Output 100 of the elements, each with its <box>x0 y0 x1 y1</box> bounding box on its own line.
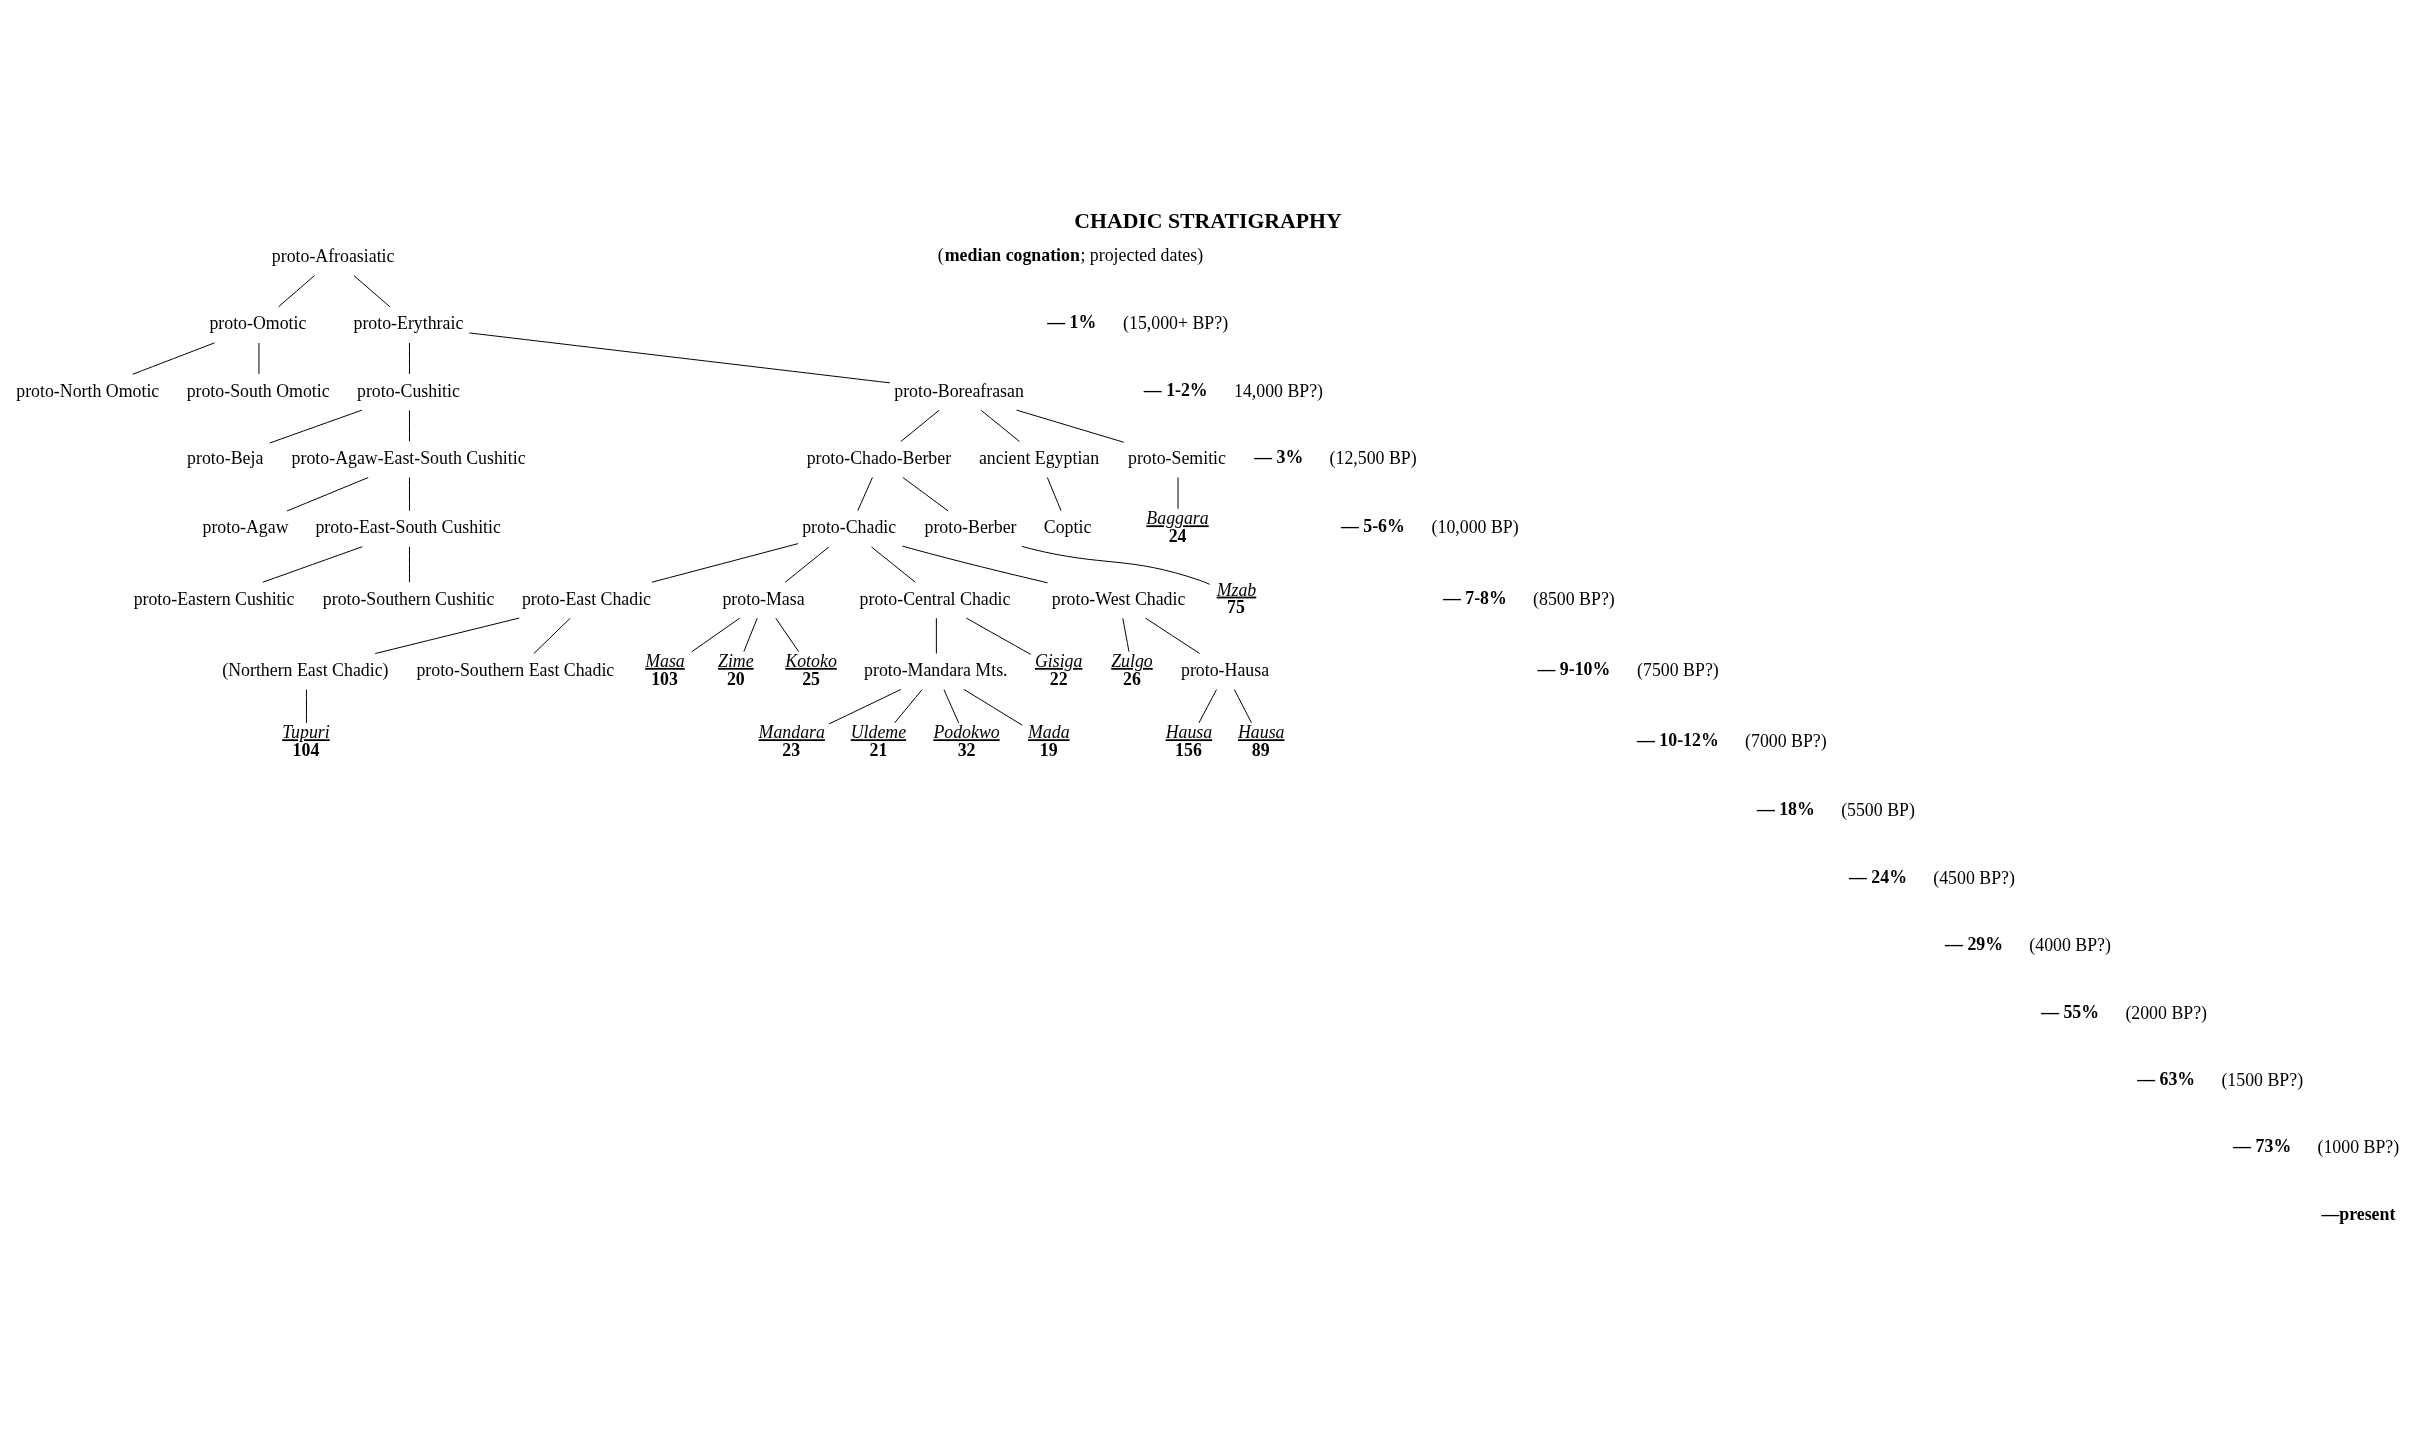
node-text: proto-South Omotic <box>186 380 330 401</box>
label: (median cognation; projected dates) <box>937 244 1204 265</box>
node-text: Mandara 23 <box>758 722 825 761</box>
label: — 73% <box>2233 1136 2292 1157</box>
connector <box>408 342 410 375</box>
connector <box>262 546 363 583</box>
diagram-title: CHADIC STRATIGRAPHY <box>1074 209 1342 234</box>
connector <box>1016 409 1125 443</box>
connector <box>269 409 363 444</box>
label: (2000 BP?) <box>2125 1002 2208 1023</box>
label: —present <box>2321 1203 2396 1224</box>
connector <box>902 477 949 512</box>
connector <box>408 477 410 512</box>
node-text: Coptic <box>1043 517 1092 538</box>
node-text: proto-Chadic <box>802 517 897 538</box>
connector <box>353 275 391 308</box>
node-text: proto-Boreafrasan <box>894 380 1024 401</box>
label: (7500 BP?) <box>1637 659 1719 680</box>
connector <box>828 688 902 725</box>
connector <box>894 689 923 724</box>
connector <box>784 546 830 583</box>
label: (1500 BP?) <box>2221 1069 2304 1090</box>
label: (1000 BP?) <box>2317 1137 2400 1158</box>
node-text: proto-Hausa <box>1181 659 1270 680</box>
connector <box>286 477 369 512</box>
label: (7000 BP?) <box>1745 731 1827 752</box>
label: — 1% <box>1047 312 1097 333</box>
connector <box>743 617 758 653</box>
connector <box>468 332 891 384</box>
connector <box>1145 617 1201 654</box>
node-text: proto-West Chadic <box>1051 588 1186 609</box>
node-text: Zime 20 <box>717 650 754 689</box>
node-text: Tupuri 104 <box>282 722 330 761</box>
label: (5500 BP) <box>1841 800 1915 821</box>
connector <box>943 689 960 724</box>
node-text: Masa 103 <box>645 650 685 689</box>
label: — 18% <box>1756 799 1815 820</box>
label: — 5-6% <box>1340 516 1405 537</box>
label: 14,000 BP?) <box>1234 380 1324 401</box>
node-text: Mada 19 <box>1027 722 1070 761</box>
connector <box>935 617 937 655</box>
label: (4000 BP?) <box>2029 935 2111 956</box>
label: — 29% <box>1945 934 2004 955</box>
label: — 10-12% <box>1637 730 1719 751</box>
node-text: proto-Agaw <box>202 517 289 538</box>
label: — 9-10% <box>1537 658 1611 679</box>
connector <box>1021 545 1211 585</box>
connector <box>1122 617 1130 653</box>
node-text: proto-North Omotic <box>16 380 160 401</box>
node-text: Mzab 75 <box>1216 579 1257 618</box>
connector <box>374 617 520 655</box>
node-text: proto-Agaw-East-South Cushitic <box>291 447 526 468</box>
node-text: proto-East Chadic <box>521 588 651 609</box>
node-text: proto-Cushitic <box>356 380 460 401</box>
connector <box>691 617 741 653</box>
connector <box>305 689 307 724</box>
label: — 3% <box>1254 446 1304 467</box>
connector <box>651 543 799 583</box>
connector <box>980 409 1020 442</box>
node-text: ancient Egyptian <box>978 447 1100 468</box>
connector <box>1046 477 1062 512</box>
connector <box>775 617 800 653</box>
node-text: Gisiga 22 <box>1034 650 1083 689</box>
node-text: Hausa 156 <box>1165 722 1213 761</box>
node-text: proto-Berber <box>924 517 1017 538</box>
node-text: proto-Chado-Berber <box>806 447 952 468</box>
node-text: (Northern East Chadic) <box>222 659 389 680</box>
connector <box>278 275 315 308</box>
label: — 55% <box>2041 1001 2100 1022</box>
node-text: proto-East-South Cushitic <box>315 517 501 538</box>
label: (4500 BP?) <box>1933 867 2015 888</box>
node-text: Baggara 24 <box>1146 508 1209 547</box>
label: — 63% <box>2137 1068 2196 1089</box>
node-text: proto-Central Chadic <box>859 588 1011 609</box>
connector <box>965 617 1032 655</box>
connector <box>900 409 940 442</box>
connector <box>901 545 1049 584</box>
node-text: proto-Afroasiatic <box>271 245 395 266</box>
connector <box>871 546 916 583</box>
connector <box>963 688 1023 726</box>
node-text: proto-Beja <box>187 447 264 468</box>
node-text: proto-Erythraic <box>353 313 464 334</box>
connector <box>1233 689 1252 724</box>
label: (8500 BP?) <box>1533 588 1615 609</box>
node-text: proto-Mandara Mts. <box>864 659 1008 680</box>
node-text: Zulgo 26 <box>1111 650 1153 689</box>
label: (12,500 BP) <box>1329 447 1417 468</box>
label: — 24% <box>1849 866 1907 887</box>
connector <box>1198 689 1217 724</box>
node-text: proto-Eastern Cushitic <box>133 588 295 609</box>
connector <box>408 546 410 583</box>
connector <box>857 477 873 512</box>
node-text: Podokwo 32 <box>933 722 1000 761</box>
label: (15,000+ BP?) <box>1123 313 1229 334</box>
node-text: Uldeme 21 <box>850 722 907 761</box>
connector <box>132 342 216 375</box>
node-text: proto-Semitic <box>1128 447 1226 468</box>
node-text: Hausa 89 <box>1237 722 1285 761</box>
label: — 7-8% <box>1442 587 1507 608</box>
node-text: proto-Southern Cushitic <box>322 588 495 609</box>
